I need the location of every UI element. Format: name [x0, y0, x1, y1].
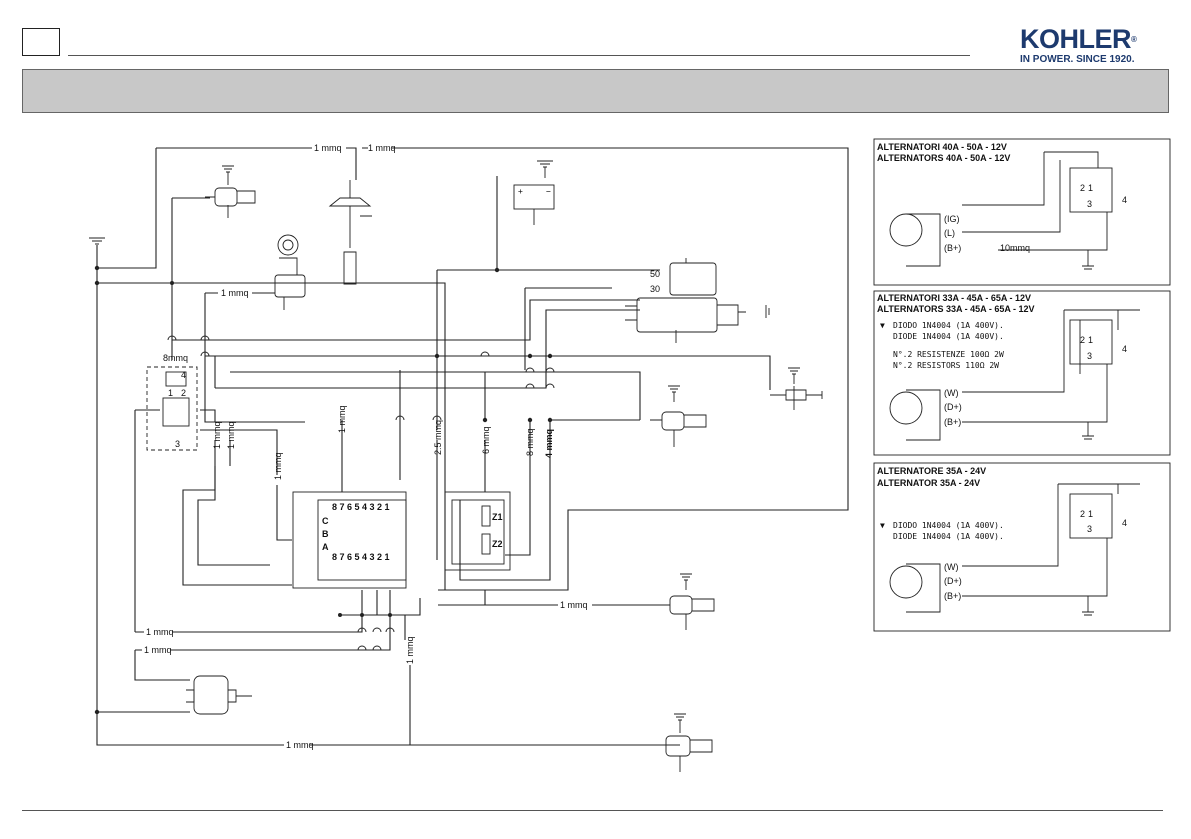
svg-text:ALTERNATORS 40A - 50A - 12V: ALTERNATORS 40A - 50A - 12V	[877, 153, 1010, 163]
svg-text:3: 3	[175, 439, 180, 449]
relay-block: 4 1 2 3	[146, 366, 198, 451]
ground-symbols	[89, 160, 800, 733]
svg-text:8 7 6 5 4 3 2 1: 8 7 6 5 4 3 2 1	[332, 552, 390, 562]
svg-text:(B+): (B+)	[944, 417, 961, 427]
alternator-panel-2: ALTERNATORI 33A - 45A - 65A - 12V ALTERN…	[873, 290, 1171, 456]
svg-text:ALTERNATORI 33A - 45A - 65A -: ALTERNATORI 33A - 45A - 65A - 12V	[877, 293, 1031, 303]
sensor-top-left	[205, 187, 256, 218]
sensor-bottom-right-1	[665, 595, 715, 630]
svg-text:3: 3	[1087, 524, 1092, 534]
wire-hops	[167, 335, 555, 651]
starter-terminal-30: 30	[650, 284, 660, 294]
svg-text:1: 1	[1088, 335, 1093, 345]
logo-tagline: IN POWER. SINCE 1920.	[1020, 54, 1135, 65]
svg-text:ALTERNATOR 35A - 24V: ALTERNATOR 35A - 24V	[877, 478, 980, 488]
battery: +−	[513, 184, 555, 225]
svg-text:C: C	[322, 516, 329, 526]
svg-text:(L): (L)	[944, 228, 955, 238]
header-rule	[68, 55, 970, 56]
svg-text:−: −	[546, 187, 551, 196]
svg-text:4: 4	[1122, 344, 1127, 354]
main-wiring	[96, 147, 849, 746]
junctions	[94, 265, 553, 715]
svg-text:8 7 6 5 4 3 2 1: 8 7 6 5 4 3 2 1	[332, 502, 390, 512]
svg-text:2: 2	[1080, 183, 1085, 193]
svg-text:ALTERNATORI 40A - 50A - 12V: ALTERNATORI 40A - 50A - 12V	[877, 142, 1007, 152]
solenoid	[270, 234, 306, 310]
wire-label-top-2: 1 mmq	[368, 143, 396, 153]
wire-label-v-lower: 1 mmq	[405, 636, 415, 664]
wire-label-bottom-4: 1 mmq	[286, 740, 314, 750]
svg-text:ALTERNATORE 35A - 24V: ALTERNATORE 35A - 24V	[877, 466, 986, 476]
logo-brand: KOHLER	[1020, 24, 1132, 54]
wire-label-top-1: 1 mmq	[314, 143, 342, 153]
svg-text:1: 1	[168, 388, 173, 398]
svg-text:DIODE 1N4004 (1A 400V).: DIODE 1N4004 (1A 400V).	[893, 532, 1004, 541]
svg-text:1: 1	[1088, 509, 1093, 519]
svg-text:DIODO 1N4004 (1A 400V).: DIODO 1N4004 (1A 400V).	[893, 321, 1004, 330]
svg-text:(W): (W)	[944, 562, 959, 572]
svg-text:(W): (W)	[944, 388, 959, 398]
wire-label-relay-3: 1 mmq	[273, 452, 283, 480]
glow-plug	[770, 386, 823, 410]
svg-text:▼: ▼	[880, 521, 885, 530]
starter-motor	[625, 258, 746, 343]
coolant-probe	[328, 180, 372, 285]
svg-text:4: 4	[181, 370, 186, 380]
svg-text:(B+): (B+)	[944, 591, 961, 601]
svg-text:+: +	[518, 187, 523, 196]
wire-label-8mmq-v: 8 mmq	[525, 428, 535, 456]
wire-label-relay-2: 1 mmq	[226, 421, 236, 449]
title-band	[22, 69, 1169, 113]
pressure-switch	[186, 675, 252, 715]
wire-label-v1: 1 mmq	[337, 405, 347, 433]
wire-label-bottom-1: 1 mmq	[146, 627, 174, 637]
wire-label-8mmq: 8mmq	[163, 353, 188, 363]
svg-text:3: 3	[1087, 351, 1092, 361]
svg-text:2: 2	[1080, 509, 1085, 519]
alternator-panel-1: ALTERNATORI 40A - 50A - 12V ALTERNATORS …	[873, 138, 1171, 286]
footer-rule	[22, 810, 1163, 811]
wire-label-2-5mmq: 2.5 mmq	[433, 420, 443, 455]
svg-text:Z2: Z2	[492, 539, 503, 549]
svg-text:(IG): (IG)	[944, 214, 960, 224]
svg-text:ALTERNATORS 33A - 45A - 65A -: ALTERNATORS 33A - 45A - 65A - 12V	[877, 304, 1035, 314]
ecu-connector: 8 7 6 5 4 3 2 1 8 7 6 5 4 3 2 1 C B A	[292, 491, 407, 589]
svg-text:▼: ▼	[880, 321, 885, 330]
sensor-mid-right	[650, 411, 707, 447]
svg-text:4: 4	[1122, 518, 1127, 528]
svg-text:N°.2 RESISTORS 110Ω 2W: N°.2 RESISTORS 110Ω 2W	[893, 361, 999, 370]
wire-label-bottom-2: 1 mmq	[144, 645, 172, 655]
svg-text:DIODE 1N4004 (1A 400V).: DIODE 1N4004 (1A 400V).	[893, 332, 1004, 341]
svg-text:A: A	[322, 542, 329, 552]
svg-text:2: 2	[1080, 335, 1085, 345]
svg-text:(B+): (B+)	[944, 243, 961, 253]
svg-text:2: 2	[181, 388, 186, 398]
wire-label-6mmq: 6 mmq	[481, 426, 491, 454]
page-number-box	[22, 28, 60, 56]
svg-text:B: B	[322, 529, 329, 539]
wire-label-sensor: 1 mmq	[221, 288, 249, 298]
wire-labels: 1 mmq 1 mmq 1 mmq 8mmq 1 mmq 2.5 mmq 6 m…	[144, 143, 660, 750]
starter-terminal-50: 50	[650, 269, 660, 279]
svg-text:1: 1	[1088, 183, 1093, 193]
svg-text:N°.2 RESISTENZE 100Ω 2W: N°.2 RESISTENZE 100Ω 2W	[893, 350, 1004, 359]
wire-label-relay-1: 1 mmq	[212, 421, 222, 449]
svg-text:4: 4	[1122, 195, 1127, 205]
kohler-logo: KOHLER® IN POWER. SINCE 1920.	[1020, 24, 1140, 66]
svg-text:DIODO 1N4004 (1A 400V).: DIODO 1N4004 (1A 400V).	[893, 521, 1004, 530]
fuse-box: Z1 Z2	[444, 491, 511, 571]
svg-text:3: 3	[1087, 199, 1092, 209]
svg-text:10mmq: 10mmq	[1000, 243, 1030, 253]
wire-label-bottom-3: 1 mmq	[560, 600, 588, 610]
sensor-bottom-right-2	[665, 735, 713, 772]
wire-label-4mmq: 4 mmq	[544, 429, 554, 458]
svg-text:(D+): (D+)	[944, 402, 962, 412]
svg-text:(D+): (D+)	[944, 576, 962, 586]
svg-text:Z1: Z1	[492, 512, 503, 522]
alternator-panel-3: ALTERNATORE 35A - 24V ALTERNATOR 35A - 2…	[873, 462, 1171, 632]
